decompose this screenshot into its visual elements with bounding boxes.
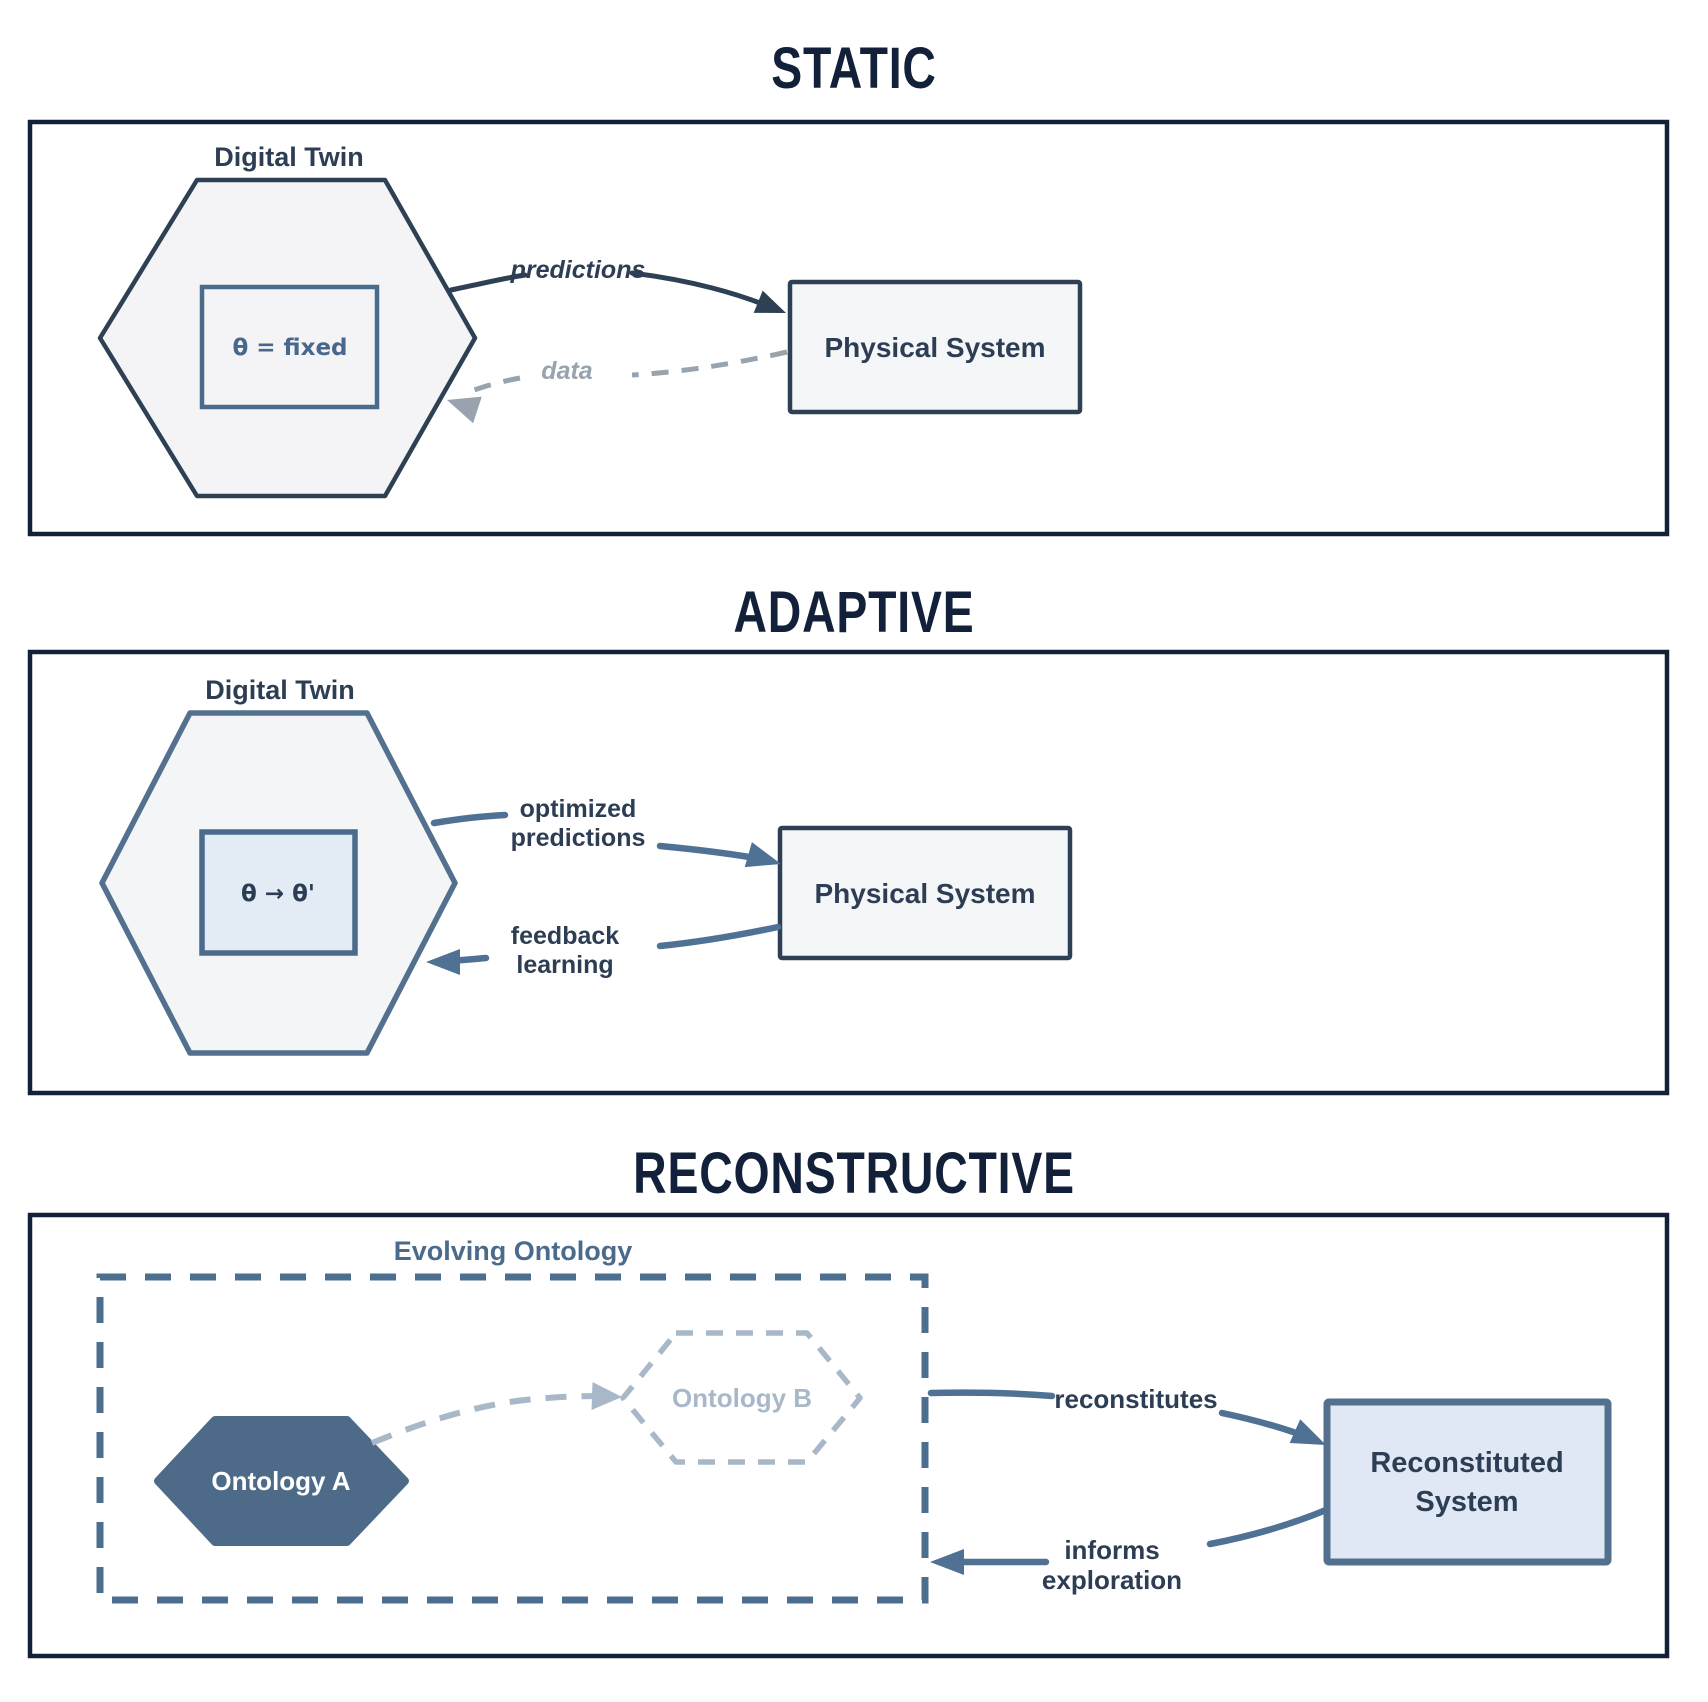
ontology-a-text: Ontology A	[211, 1466, 350, 1496]
ontology-evolution-arrow-line	[370, 1393, 599, 1446]
panel2-digital-twin-label: Digital Twin	[205, 675, 355, 705]
panel1-digital-twin-label: Digital Twin	[214, 142, 364, 172]
panel2-physical-system-box	[777, 825, 1073, 961]
feedback-learning-arrow-line-right	[656, 923, 782, 950]
evolving-ontology-label: Evolving Ontology	[394, 1236, 633, 1266]
optimized-predictions-arrow-line-left	[430, 811, 509, 827]
data-arrow-line-left	[463, 375, 521, 397]
data-arrowhead-icon	[447, 396, 482, 424]
ontology-b-hexagon	[620, 1330, 863, 1465]
panel2-theta-box	[199, 829, 358, 956]
reconstituted-system-text-line1: Reconstituted	[1370, 1447, 1563, 1479]
panel2-title: ADAPTIVE	[734, 580, 975, 645]
data-label: data	[541, 357, 593, 385]
predictions-arrowhead-icon	[753, 290, 786, 313]
feedback-learning-arrowhead-icon	[426, 949, 460, 975]
informs-exploration-arrowhead-icon	[930, 1549, 964, 1575]
reconstituted-system-box	[1323, 1398, 1612, 1566]
panel2-theta-text: θ → θ'	[241, 881, 315, 907]
predictions-label: predictions	[510, 256, 646, 284]
panel1-theta-box	[199, 284, 380, 410]
ontology-a-hexagon	[154, 1416, 409, 1546]
informs-exploration-label-line2: exploration	[1042, 1565, 1182, 1595]
optimized-predictions-label-line1: optimized	[520, 795, 637, 823]
reconstitutes-label: reconstitutes	[1054, 1384, 1217, 1414]
optimized-predictions-label-line2: predictions	[511, 824, 646, 852]
reconstituted-system-text-line2: System	[1415, 1486, 1518, 1518]
reconstitutes-arrow-line-left	[927, 1389, 1056, 1400]
reconstitutes-arrowhead-icon	[1289, 1419, 1326, 1445]
panel1-physical-system-box	[787, 279, 1083, 415]
panel1-theta-text: θ = fixed	[232, 335, 347, 361]
panel3-title: RECONSTRUCTIVE	[633, 1141, 1075, 1206]
panel1-physical-system-text: Physical System	[824, 332, 1045, 363]
panel1-title: STATIC	[771, 36, 936, 101]
predictions-arrow-line-left	[448, 272, 528, 293]
evolving-ontology-container	[96, 1273, 929, 1604]
panel2-physical-system-text: Physical System	[814, 878, 1035, 909]
data-arrow-line-right	[631, 349, 788, 378]
ontology-evolution-arrowhead-icon	[591, 1381, 622, 1410]
feedback-learning-label-line2: learning	[516, 951, 613, 979]
feedback-learning-label-line1: feedback	[511, 922, 619, 950]
optimized-predictions-arrowhead-icon	[744, 842, 781, 868]
informs-exploration-label-line1: informs	[1064, 1535, 1159, 1565]
ontology-b-text: Ontology B	[672, 1383, 812, 1413]
informs-exploration-arrow-line-right	[1206, 1506, 1330, 1548]
